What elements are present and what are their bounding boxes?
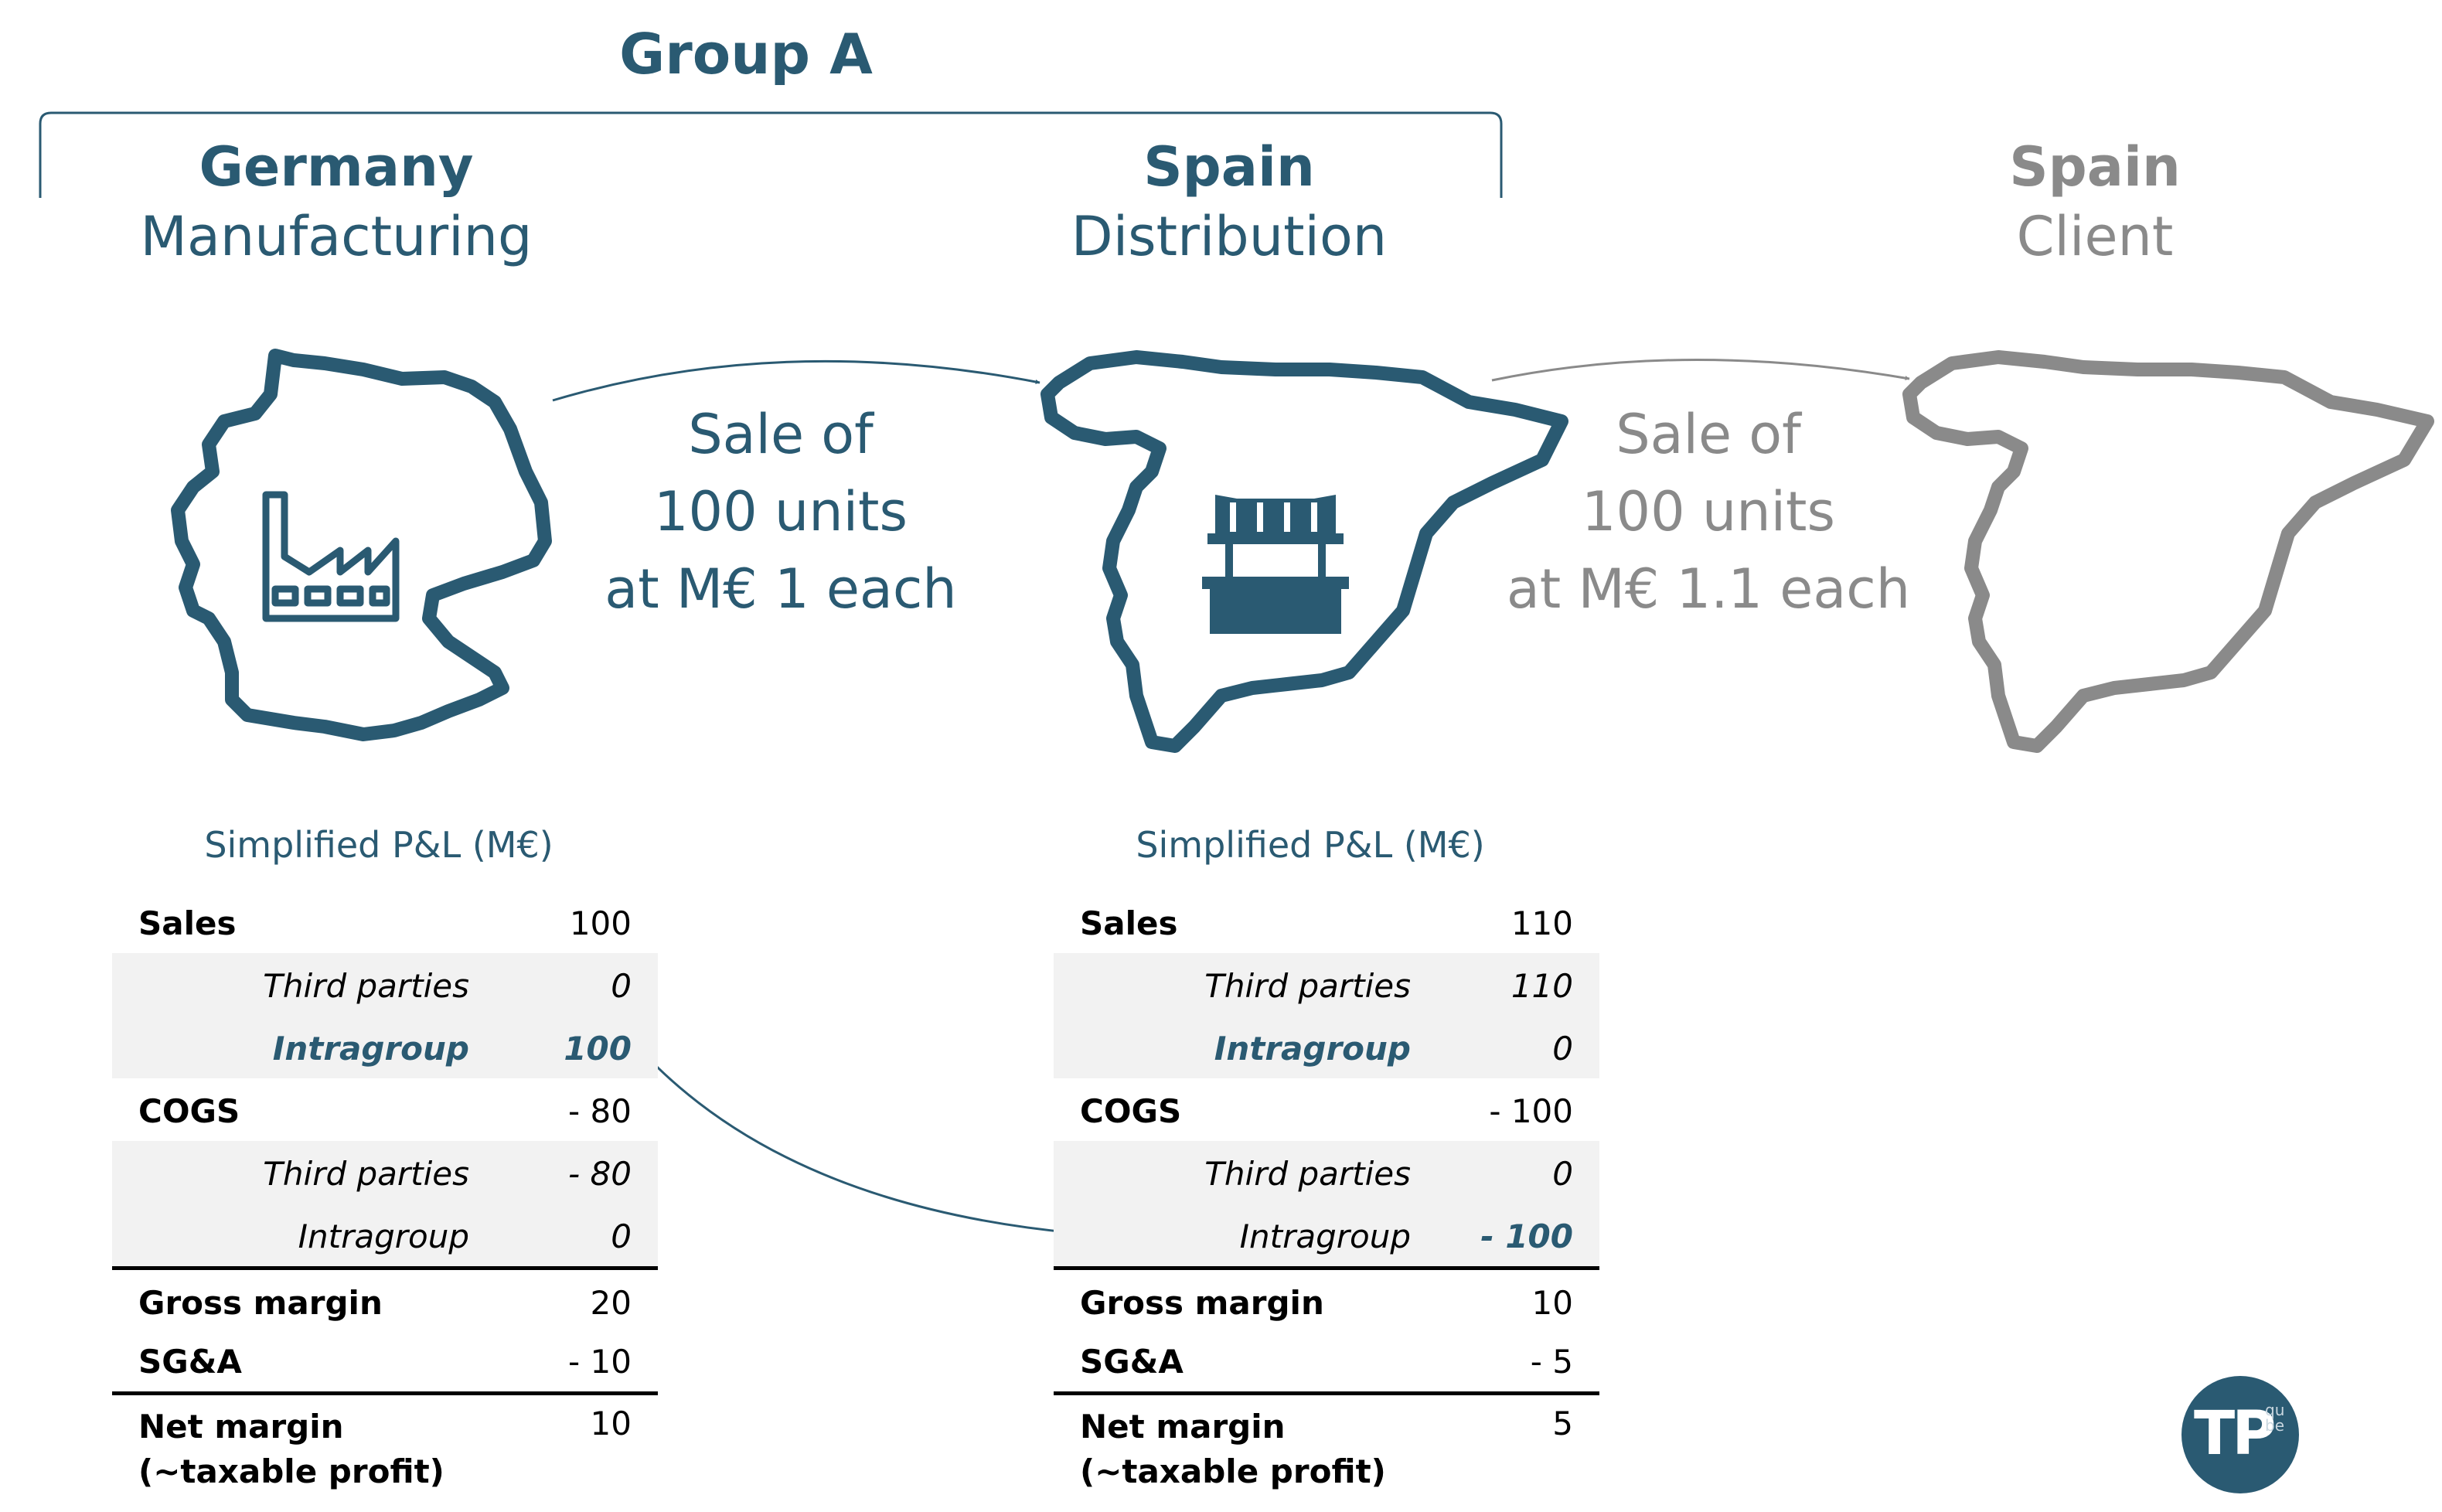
pl-row-cogs-third-parties: Third parties 0 <box>1054 1141 1599 1204</box>
pl-label: Net margin (~taxable profit) <box>138 1405 444 1494</box>
spain-map-icon <box>1040 350 1568 753</box>
pl-label: Third parties <box>1204 967 1411 1005</box>
sale-line-3: at M€ 1.1 each <box>1506 557 1911 621</box>
pl-value: 100 <box>564 1030 632 1068</box>
pl-label: COGS <box>138 1092 240 1130</box>
pl-row-sales: Sales 100 <box>112 891 658 953</box>
sale-line-1: Sale of <box>688 403 874 466</box>
pl-value: 100 <box>569 904 632 942</box>
pl-label: Gross margin <box>1080 1284 1324 1322</box>
pl-row-sales-intragroup: Intragroup 0 <box>1054 1016 1599 1078</box>
pl-label: Intragroup <box>272 1030 469 1068</box>
spain-client-header: Spain Client <box>1863 135 2327 268</box>
pl-label: Sales <box>138 904 237 942</box>
pl-row-cogs: COGS - 80 <box>112 1078 658 1141</box>
spain-distribution-header: Spain Distribution <box>989 135 1469 268</box>
germany-header: Germany Manufacturing <box>0 135 673 268</box>
pl-value: 10 <box>590 1405 632 1442</box>
arrow-pl-link <box>642 1051 1075 1235</box>
pl-value: - 100 <box>1480 1217 1573 1255</box>
pl-row-cogs-intragroup: Intragroup 0 <box>112 1204 658 1266</box>
pl-row-sales-third-parties: Third parties 110 <box>1054 953 1599 1016</box>
germany-name: Germany <box>199 135 474 199</box>
spain-client-name: Spain <box>2009 135 2181 199</box>
arrow-intragroup-sale <box>552 359 1040 402</box>
pl-germany-table: Sales 100 Third parties 0 Intragroup 100… <box>112 891 658 1490</box>
germany-role: Manufacturing <box>140 205 533 268</box>
pl-row-sga: SG&A - 5 <box>1054 1329 1599 1391</box>
spain-distribution-role: Distribution <box>1071 205 1388 268</box>
pl-value: 110 <box>1510 967 1573 1005</box>
pl-row-cogs-intragroup: Intragroup - 100 <box>1054 1204 1599 1266</box>
arrow-third-party-sale <box>1491 359 1910 382</box>
sale-line-2: 100 units <box>654 480 908 543</box>
logo-subtext: qu be <box>2265 1402 2284 1433</box>
germany-map-icon <box>171 349 552 741</box>
pl-label: Third parties <box>263 1155 469 1193</box>
pl-value: 0 <box>611 967 632 1005</box>
pl-label: SG&A <box>1080 1343 1184 1381</box>
pl-label: Sales <box>1080 904 1178 942</box>
pl-value: - 80 <box>568 1155 632 1193</box>
group-bracket <box>39 111 1503 198</box>
pl-value: 20 <box>590 1284 632 1322</box>
pl-spain-table: Sales 110 Third parties 110 Intragroup 0… <box>1054 891 1599 1490</box>
pl-row-sales-intragroup: Intragroup 100 <box>112 1016 658 1078</box>
pl-row-sales: Sales 110 <box>1054 891 1599 953</box>
spain-client-role: Client <box>2016 205 2174 268</box>
pl-value: 0 <box>1552 1030 1573 1068</box>
net-margin-sublabel: (~taxable profit) <box>138 1452 444 1490</box>
pl-row-cogs: COGS - 100 <box>1054 1078 1599 1141</box>
net-margin-label: Net margin <box>138 1408 344 1446</box>
pl-spain-title: Simplified P&L (M€) <box>1136 824 1485 866</box>
pl-value: 0 <box>611 1217 632 1255</box>
pl-row-sales-third-parties: Third parties 0 <box>112 953 658 1016</box>
logo-sub2: be <box>2265 1416 2284 1435</box>
group-title: Group A <box>619 22 873 87</box>
spain-map-grey-icon <box>1902 350 2434 753</box>
pl-value: - 80 <box>568 1092 632 1130</box>
logo-text: TP <box>2194 1399 2276 1469</box>
factory-icon <box>262 491 400 622</box>
pl-label: Intragroup <box>1214 1030 1411 1068</box>
intragroup-sale-label: Sale of 100 units at M€ 1 each <box>572 396 989 628</box>
shop-icon <box>1202 495 1349 634</box>
net-margin-sublabel: (~taxable profit) <box>1080 1452 1386 1490</box>
pl-value: 0 <box>1552 1155 1573 1193</box>
pl-row-sga: SG&A - 10 <box>112 1329 658 1391</box>
pl-label: Intragroup <box>298 1217 469 1255</box>
pl-value: - 10 <box>568 1343 632 1381</box>
pl-row-gross-margin: Gross margin 20 <box>112 1266 658 1329</box>
pl-value: - 5 <box>1530 1343 1573 1381</box>
tpqube-logo: TP qu be <box>2181 1376 2299 1493</box>
pl-row-net-margin: Net margin (~taxable profit) 10 <box>112 1391 658 1490</box>
spain-distribution-name: Spain <box>1143 135 1315 199</box>
pl-value: 110 <box>1510 904 1573 942</box>
pl-germany-title: Simplified P&L (M€) <box>204 824 553 866</box>
logo-sub1: qu <box>2265 1401 2285 1419</box>
pl-label: COGS <box>1080 1092 1182 1130</box>
pl-row-cogs-third-parties: Third parties - 80 <box>112 1141 658 1204</box>
pl-label: Third parties <box>263 967 469 1005</box>
third-party-sale-label: Sale of 100 units at M€ 1.1 each <box>1476 396 1940 628</box>
pl-label: Intragroup <box>1239 1217 1411 1255</box>
net-margin-label: Net margin <box>1080 1408 1286 1446</box>
sale-line-2: 100 units <box>1582 480 1835 543</box>
pl-label: Third parties <box>1204 1155 1411 1193</box>
pl-label: Net margin (~taxable profit) <box>1080 1405 1386 1494</box>
sale-line-3: at M€ 1 each <box>605 557 957 621</box>
pl-label: SG&A <box>138 1343 242 1381</box>
pl-value: 10 <box>1531 1284 1573 1322</box>
pl-value: - 100 <box>1489 1092 1573 1130</box>
pl-value: 5 <box>1552 1405 1573 1442</box>
sale-line-1: Sale of <box>1616 403 1801 466</box>
pl-row-gross-margin: Gross margin 10 <box>1054 1266 1599 1329</box>
pl-row-net-margin: Net margin (~taxable profit) 5 <box>1054 1391 1599 1490</box>
pl-label: Gross margin <box>138 1284 383 1322</box>
